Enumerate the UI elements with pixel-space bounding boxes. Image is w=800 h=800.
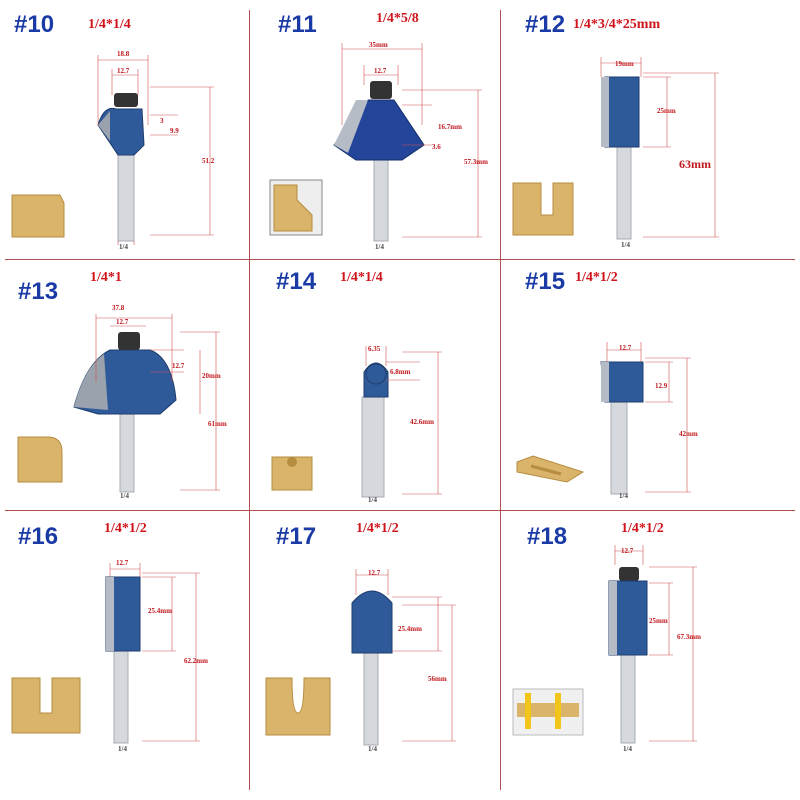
dim-label: 9.9	[170, 127, 179, 135]
shank-label: 1/4	[118, 745, 127, 753]
dim-label: 16.7mm	[438, 123, 462, 131]
grid-divider	[249, 10, 250, 790]
bit-cell-17: #17 1/4*1/2 12.7 25.4mm 56mm 1/4	[252, 513, 502, 765]
bit-spec: 1/4*1/2	[356, 521, 399, 536]
dim-label: 12.7	[172, 362, 185, 370]
dim-label: 62.2mm	[184, 657, 208, 665]
bit-spec: 1/4*1/4	[340, 270, 383, 285]
dim-label: 12.7	[374, 67, 387, 75]
bit-number: #10	[14, 11, 55, 38]
bit-drawing	[265, 569, 456, 746]
bit-drawing	[516, 342, 691, 495]
bit-number: #13	[18, 278, 59, 305]
dim-label: 12.7	[621, 547, 634, 555]
dim-label: 67.3mm	[677, 633, 701, 641]
dim-label: 6.35	[368, 345, 381, 353]
dim-label: 37.8	[112, 304, 125, 312]
bit-number: #16	[18, 523, 59, 550]
dim-label: 51.2	[202, 157, 215, 165]
bit-spec: 1/4*1/2	[575, 270, 618, 285]
dim-label: 19mm	[615, 60, 634, 68]
dim-label: 20mm	[202, 372, 221, 380]
grid-divider	[5, 259, 795, 260]
dim-label: 12.9	[655, 382, 668, 390]
bit-spec: 1/4*5/8	[376, 11, 419, 26]
bit-cell-16: #16 1/4*1/2 12.7 25.4mm 62.2mm 1/4	[0, 513, 250, 765]
dim-label: 6.8mm	[390, 368, 411, 376]
bit-drawing	[17, 314, 220, 493]
dim-label: 3	[160, 117, 164, 125]
bit-drawing	[512, 57, 719, 240]
bit-cell-12: #12 1/4*3/4*25mm 19mm 25mm 63mm 1/4	[503, 5, 753, 257]
bit-cell-10: #10 1/4*1/4 18.8 12.7	[0, 5, 250, 257]
dim-label: 63mm	[679, 157, 711, 171]
dim-label: 25mm	[657, 107, 676, 115]
bit-number: #14	[276, 268, 317, 295]
dim-label: 42.6mm	[410, 418, 434, 426]
bit-spec: 1/4*1/2	[104, 521, 147, 536]
bit-drawing	[269, 43, 482, 242]
dim-label: 12.7	[116, 318, 129, 326]
shank-label: 1/4	[621, 241, 630, 249]
dim-label: 61mm	[208, 420, 227, 428]
dim-label: 12.7	[619, 344, 632, 352]
dim-label: 25mm	[649, 617, 668, 625]
bit-cell-14: #14 1/4*1/4 6.35 6.8mm 42.6mm 1/4	[252, 262, 502, 514]
bit-cell-18: #18 1/4*1/2 12.7 25mm	[503, 513, 753, 765]
shank-label: 1/4	[619, 492, 628, 500]
dim-label: 35mm	[369, 41, 388, 49]
bit-cell-11: #11 1/4*5/8 35mm 12.7 16.7m	[252, 5, 502, 257]
shank-label: 1/4	[375, 243, 384, 251]
bit-drawing	[271, 346, 442, 498]
shank-label: 1/4	[368, 496, 377, 504]
bit-number: #12	[525, 11, 566, 38]
shank-label: 1/4	[120, 492, 129, 500]
dim-label: 12.7	[116, 559, 129, 567]
dim-label: 18.8	[117, 50, 130, 58]
shank-label: 1/4	[368, 745, 377, 753]
dim-label: 42mm	[679, 430, 698, 438]
bit-number: #11	[278, 11, 317, 38]
dim-label: 12.7	[117, 67, 130, 75]
bit-spec: 1/4*3/4*25mm	[573, 17, 661, 32]
dim-label: 25.4mm	[398, 625, 422, 633]
bit-drawing	[512, 545, 697, 744]
dim-label: 56mm	[428, 675, 447, 683]
dim-label: 3.6	[432, 143, 441, 151]
bit-drawing	[11, 55, 214, 245]
dim-label: 57.3mm	[464, 158, 488, 166]
dim-label: 12.7	[368, 569, 381, 577]
shank-label: 1/4	[623, 745, 632, 753]
bit-number: #17	[276, 523, 317, 550]
bit-spec: 1/4*1/4	[88, 17, 131, 32]
bit-cell-13: #13 1/4*1 37.8 12.7 12.7 20mm 61m	[0, 262, 250, 514]
grid-divider	[500, 10, 501, 790]
bit-cell-15: #15 1/4*1/2 12.7 12.9 42mm 1/4	[503, 262, 753, 514]
grid-divider	[5, 510, 795, 511]
bit-spec: 1/4*1	[90, 270, 122, 285]
bit-drawing	[11, 563, 200, 744]
bit-number: #15	[525, 268, 566, 295]
shank-label: 1/4	[119, 243, 128, 251]
bit-number: #18	[527, 523, 568, 550]
dim-label: 25.4mm	[148, 607, 172, 615]
bit-spec: 1/4*1/2	[621, 521, 664, 536]
